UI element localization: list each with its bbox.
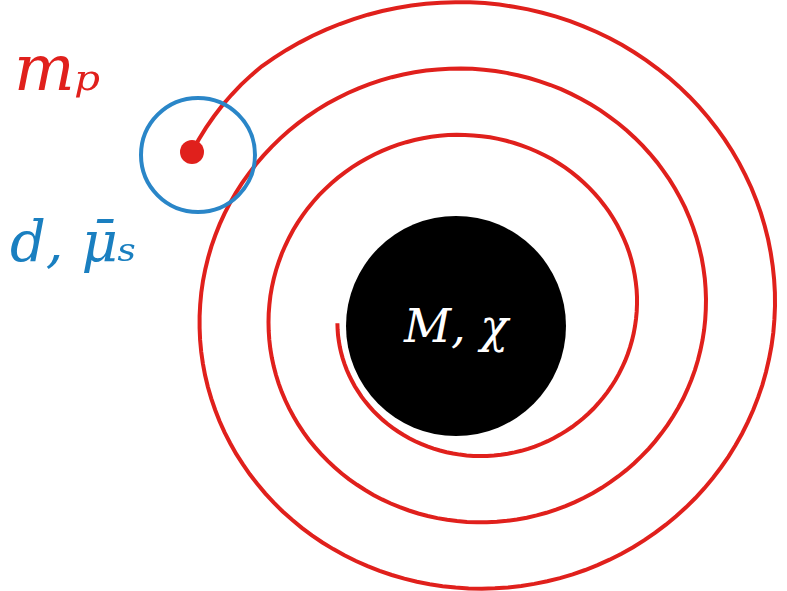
spin-dipole-ring	[141, 98, 255, 212]
black-hole: M, χ	[346, 216, 566, 436]
secondary-body	[180, 140, 204, 164]
mass-label: mₚ	[14, 36, 100, 100]
dipole-spin-label: d, μ̄ₛ	[10, 214, 137, 270]
black-hole-label: M, χ	[404, 299, 508, 353]
inspiral-orbit	[192, 2, 775, 589]
